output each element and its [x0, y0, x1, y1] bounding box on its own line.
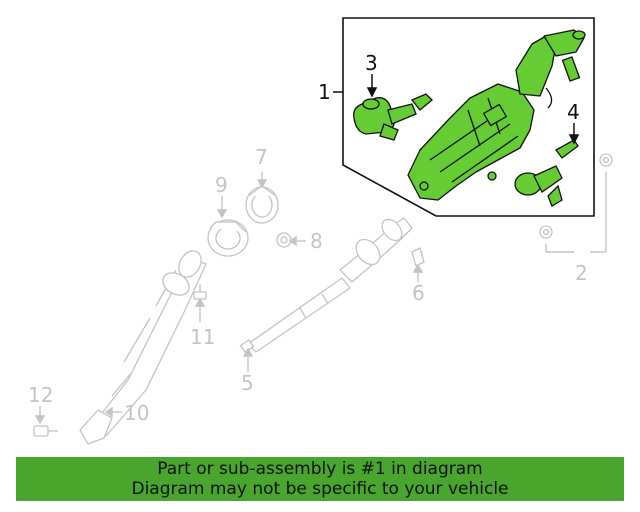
steering-column-highlighted[interactable] — [407, 29, 586, 201]
dark-leaders — [333, 74, 580, 145]
callout-7[interactable]: 7 — [255, 145, 268, 169]
callout-5[interactable]: 5 — [241, 371, 254, 395]
info-banner: Part or sub-assembly is #1 in diagram Di… — [16, 457, 624, 501]
callout-10[interactable]: 10 — [124, 401, 149, 425]
callout-2[interactable]: 2 — [575, 261, 588, 285]
callout-8[interactable]: 8 — [310, 229, 323, 253]
callout-6[interactable]: 6 — [412, 281, 425, 305]
callout-12[interactable]: 12 — [28, 383, 53, 407]
callout-11[interactable]: 11 — [190, 325, 215, 349]
lock-cylinder-highlighted[interactable] — [353, 93, 433, 141]
callout-1[interactable]: 1 — [318, 80, 331, 104]
ghost-parts — [33, 153, 613, 445]
callout-4[interactable]: 4 — [567, 100, 580, 124]
banner-line-1: Part or sub-assembly is #1 in diagram — [157, 459, 483, 479]
banner-line-2: Diagram may not be specific to your vehi… — [131, 479, 509, 499]
callout-3[interactable]: 3 — [365, 51, 378, 75]
switch-highlighted[interactable] — [514, 139, 579, 207]
callout-9[interactable]: 9 — [215, 173, 228, 197]
ghost-leaders — [34, 172, 607, 425]
